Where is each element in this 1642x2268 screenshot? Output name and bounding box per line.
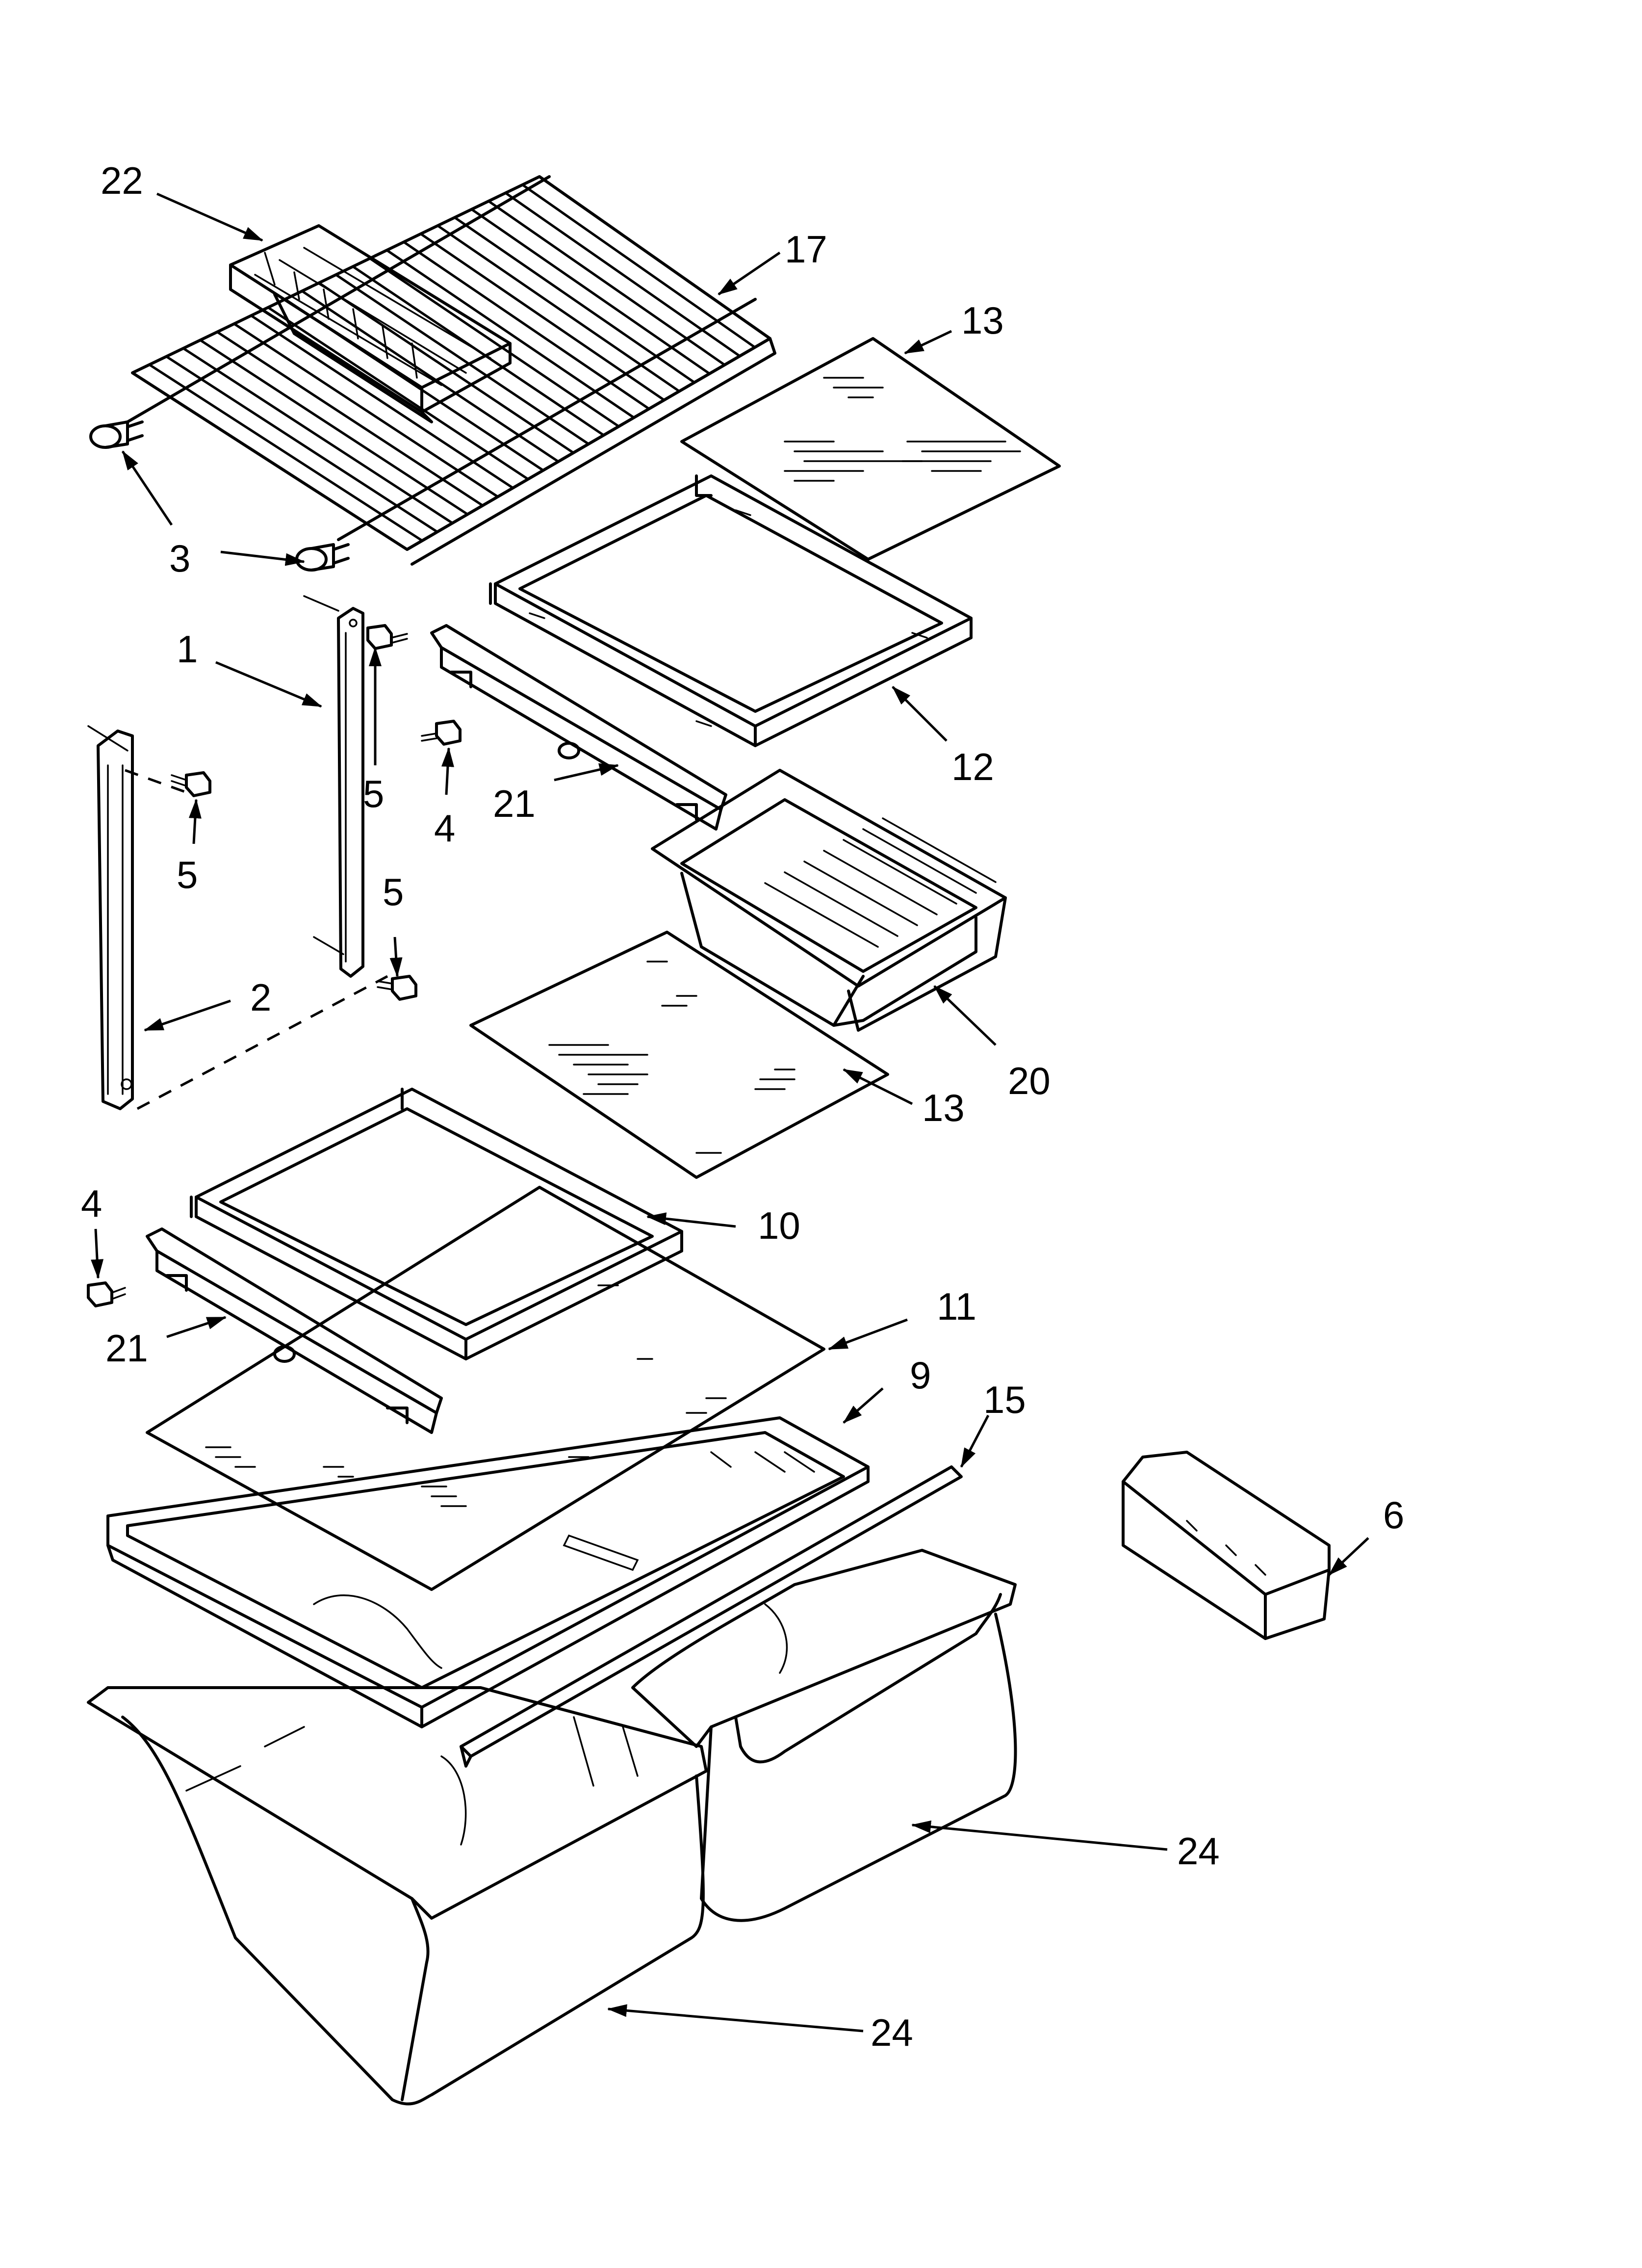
callout-11: 11: [937, 1285, 976, 1328]
shelf-wire: [165, 355, 439, 533]
drawer-grille-rib: [862, 828, 977, 894]
callout-3: 3: [169, 537, 190, 580]
shelf-bracket-lower: [146, 1227, 443, 1434]
shelf-wire: [385, 249, 635, 419]
shelf-frame-upper: [489, 474, 973, 747]
shelf-wire: [470, 208, 711, 375]
shelf-rail-right: [337, 607, 364, 978]
meat-pan-drawer: [651, 769, 1007, 1032]
shelf-wire: [216, 331, 484, 507]
callout-labels: 22 17 13 3 1 5 4 21 12 5 5 2 20 13 4 10 …: [81, 159, 1404, 2054]
shelf-wire: [436, 224, 681, 392]
callout-9: 9: [910, 1354, 931, 1397]
shelf-wire: [368, 257, 620, 428]
callout-12: 12: [951, 745, 994, 788]
shelf-bracket-upper: [430, 624, 727, 831]
callout-10: 10: [758, 1204, 800, 1247]
drawer-grille-rib: [784, 871, 898, 937]
callout-5-upper-right: 5: [363, 772, 384, 815]
wire-shelf: [126, 175, 776, 566]
shelf-wire: [182, 347, 454, 524]
leader-lines: [91, 192, 1369, 2033]
callout-13-upper: 13: [961, 299, 1004, 342]
door-bin: [1122, 1451, 1331, 1640]
shelf-wire: [334, 273, 590, 445]
callout-5-lower-right: 5: [383, 870, 404, 913]
glass-panel-lower: [469, 931, 889, 1179]
drawer-grille-rib: [882, 817, 997, 883]
shelf-wire: [521, 183, 756, 349]
drawer-grille-rib: [803, 860, 918, 926]
drawer-grille-rib: [823, 850, 938, 915]
shelf-wire: [453, 216, 696, 384]
callout-17: 17: [785, 228, 827, 271]
callout-20: 20: [1008, 1059, 1051, 1102]
drawer-grille-rib: [764, 882, 879, 948]
shelf-wire: [317, 282, 575, 454]
crisper-drawer-left: [87, 1686, 708, 2106]
callout-4-lower: 4: [81, 1182, 102, 1225]
callout-13-lower: 13: [922, 1086, 965, 1129]
callout-2: 2: [250, 976, 271, 1019]
glass-panel-upper: [680, 337, 1061, 561]
shelf-rail-left: [87, 725, 134, 1110]
shelf-wire: [267, 306, 530, 481]
callout-24-right: 24: [1177, 1829, 1220, 1873]
callout-4-upper: 4: [434, 807, 455, 850]
rail-top-line: [303, 595, 339, 612]
drawer-grille-rib: [843, 839, 957, 905]
callout-6: 6: [1383, 1493, 1404, 1537]
rail-bottom-line: [313, 936, 344, 955]
callout-24-left: 24: [871, 2011, 913, 2054]
callout-21-upper: 21: [493, 782, 536, 825]
shelf-wire: [402, 240, 650, 410]
crisper-divider: [460, 1465, 963, 1768]
crisper-cover-frame: [106, 1416, 870, 1728]
crisper-drawer-right: [631, 1549, 1017, 1922]
shelf-wire: [504, 191, 741, 358]
callout-15: 15: [983, 1378, 1026, 1421]
rail-alignment-line-upper: [125, 769, 187, 794]
shelf-support-pins: [89, 420, 350, 572]
shelf-wire: [148, 363, 424, 542]
shelf-wire: [250, 314, 514, 490]
screws: [87, 624, 462, 1307]
callout-1: 1: [177, 627, 198, 671]
shelf-wire: [199, 339, 469, 516]
callout-5-left: 5: [177, 853, 198, 896]
callout-22: 22: [101, 159, 143, 202]
callout-21-lower: 21: [105, 1327, 148, 1370]
glass-shelf-large: [146, 1186, 825, 1591]
ice-cube-tray: [229, 224, 512, 423]
shelf-frame-lower: [190, 1088, 683, 1360]
shelf-wire: [301, 289, 560, 463]
shelf-wire: [419, 233, 666, 401]
shelf-wire: [233, 322, 499, 498]
shelf-wire: [487, 200, 726, 366]
